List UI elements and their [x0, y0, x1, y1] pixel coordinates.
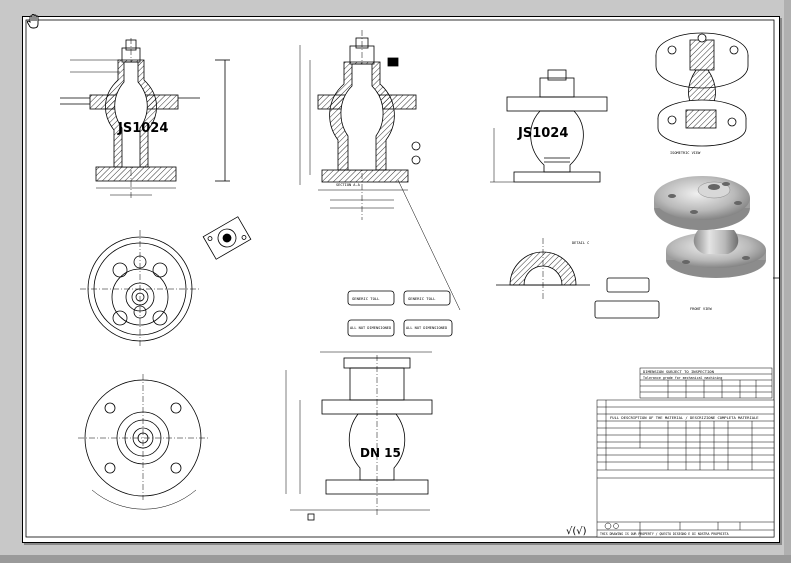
flange-marking-left: JS1024 [117, 121, 168, 136]
flange-marking-right: JS1024 [517, 126, 568, 141]
note-not-dimensioned-1: ALL NOT DIMENSIONED [350, 326, 391, 330]
front-elevation-bottom [285, 351, 433, 521]
hand-cursor-icon[interactable] [25, 13, 43, 31]
isometric-rendered-view [654, 176, 766, 278]
title-block [596, 399, 775, 538]
note-generic-toll-2: GENERIC TOLL [408, 296, 436, 301]
inspection-subtitle: Tolerance grade for mechanical machining [643, 376, 722, 380]
note-generic-toll-1: GENERIC TOLL [352, 296, 380, 301]
plan-view-top [80, 230, 200, 348]
isometric-cutaway-view [655, 32, 749, 147]
nominal-size-label: DN 15 [360, 446, 401, 460]
note-boxes [347, 277, 660, 337]
detail-view-c [496, 238, 590, 300]
title-main: FULL DESCRIPTION OF THE MATERIAL / DESCR… [610, 415, 759, 420]
section-view-center [299, 30, 461, 311]
note-not-dimensioned-2: ALL NOT DIMENSIONED [406, 326, 447, 330]
title-bottom-text: THIS DRAWING IS OUR PROPERTY / QUESTO DI… [600, 532, 729, 536]
detail-c-label: DETAIL C [572, 241, 589, 245]
outside-view-right [490, 69, 608, 183]
surface-finish-symbol: √(√) [566, 526, 587, 537]
section-aa-label: SECTION A-A [336, 183, 361, 187]
sheet-frame [25, 19, 775, 538]
rotated-detail-view [202, 216, 252, 260]
inspection-title: DIMENSION SUBJECT TO INSPECTION [643, 369, 715, 374]
window-right-edge [784, 0, 791, 563]
front-view-label: FRONT VIEW [690, 307, 712, 311]
front-section-view-left [60, 38, 230, 200]
plan-view-bottom [78, 374, 210, 510]
iso-view-label: ISOMETRIC VIEW [670, 151, 701, 155]
inspection-table [639, 367, 773, 399]
window-bottom-edge [0, 555, 791, 563]
